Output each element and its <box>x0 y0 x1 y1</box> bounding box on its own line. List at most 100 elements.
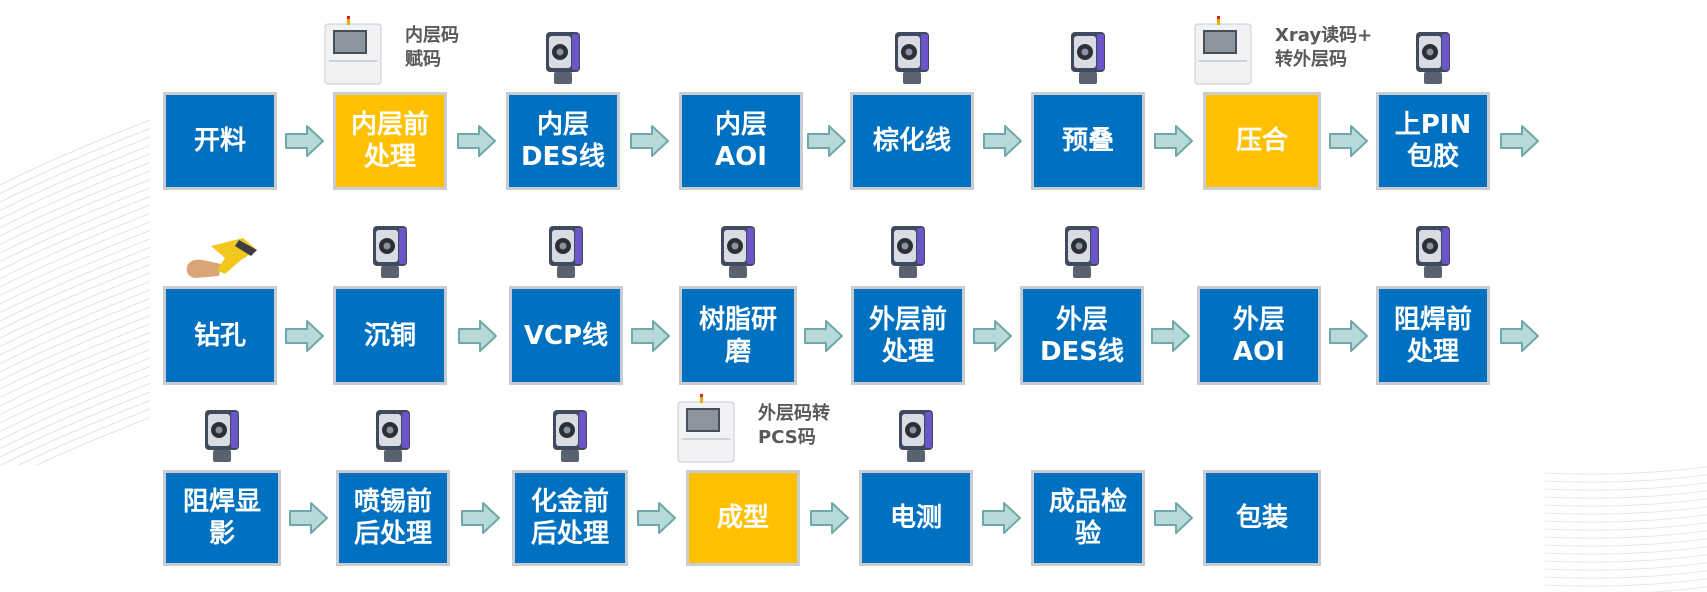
fixed-barcode-scanner-icon <box>895 32 929 84</box>
decorative-curve-line <box>1545 514 1707 523</box>
decorative-curve-line <box>0 357 150 424</box>
process-step: 上PIN 包胶 <box>1376 92 1490 190</box>
decorative-curve-line <box>0 298 150 364</box>
decorative-curve-line <box>0 332 150 398</box>
decorative-curve-line <box>1545 570 1707 579</box>
decorative-curve-line <box>1545 490 1707 499</box>
annotation-note: Xray读码+ 转外层码 <box>1275 25 1373 70</box>
flow-arrow <box>285 125 324 157</box>
process-step-label: 开料 <box>193 126 246 156</box>
process-step: 沉铜 <box>333 286 447 385</box>
flow-arrow <box>288 502 328 534</box>
decorative-curve-line <box>35 417 150 465</box>
decorative-curve-line <box>17 408 150 465</box>
decorative-curves-left <box>0 119 150 465</box>
process-step: 内层前 处理 <box>333 92 447 190</box>
decorative-curve-line <box>1545 466 1707 475</box>
process-step: 成型 <box>686 470 800 566</box>
process-step: 压合 <box>1203 92 1321 190</box>
process-step: 外层 DES线 <box>1020 286 1144 385</box>
fixed-barcode-scanner-icon <box>549 226 583 278</box>
flow-arrow <box>1500 125 1539 157</box>
decorative-curve-line <box>0 349 150 415</box>
process-step: 电测 <box>859 470 973 566</box>
process-step-label: 外层前 处理 <box>868 304 947 367</box>
flow-arrow <box>806 125 846 157</box>
decorative-curve-line <box>0 153 150 220</box>
process-step-label: 沉铜 <box>363 320 416 351</box>
decorative-curve-line <box>1545 546 1707 555</box>
decorative-curve-line <box>0 255 150 322</box>
process-step: 预叠 <box>1031 92 1145 190</box>
decorative-curve-line <box>0 383 150 449</box>
decorative-curve-line <box>0 204 150 271</box>
fixed-barcode-scanner-icon <box>721 226 755 278</box>
annotation-note: 外层码转 PCS码 <box>758 403 830 448</box>
process-step: 棕化线 <box>850 92 974 190</box>
process-step: 树脂研 磨 <box>679 286 797 385</box>
fixed-barcode-scanner-icon <box>1416 226 1450 278</box>
process-step-label: 喷锡前 后处理 <box>353 487 432 549</box>
decorative-curve-line <box>1545 522 1707 531</box>
decorative-curve-line <box>0 136 150 203</box>
flow-arrow <box>982 502 1021 534</box>
flow-arrow <box>285 319 324 352</box>
decorative-curve-line <box>0 315 150 381</box>
process-step-label: 成型 <box>716 503 769 533</box>
flow-arrow <box>1150 319 1190 352</box>
decorative-curve-line <box>0 264 150 330</box>
flow-arrow <box>972 319 1012 352</box>
flow-arrow <box>809 502 849 534</box>
decorative-curve-line <box>1545 530 1707 539</box>
process-step-label: 阻焊前 处理 <box>1393 304 1472 367</box>
decorative-curve-line <box>0 391 150 458</box>
fixed-barcode-scanner-icon <box>373 226 407 278</box>
flow-arrow <box>458 319 497 352</box>
process-step: 外层前 处理 <box>851 286 965 385</box>
flow-arrow <box>1328 125 1368 157</box>
process-step-label: 化金前 后处理 <box>530 487 609 549</box>
decorative-curve-line <box>0 306 150 373</box>
process-step-label: 预叠 <box>1061 126 1114 156</box>
process-step-label: VCP线 <box>523 320 609 351</box>
decorative-curve-line <box>1545 562 1707 571</box>
process-step: 包装 <box>1203 470 1321 566</box>
process-step: 开料 <box>163 92 277 190</box>
flow-arrow <box>461 502 500 534</box>
fixed-barcode-scanner-icon <box>899 410 933 462</box>
decorative-curve-line <box>1545 498 1707 507</box>
decorative-curve-line <box>1545 538 1707 547</box>
handheld-scanner-icon <box>186 238 257 278</box>
process-step-label: 压合 <box>1235 126 1288 156</box>
process-step-label: 电测 <box>889 503 942 533</box>
decorative-curve-line <box>0 247 150 313</box>
flow-arrow <box>1328 319 1368 352</box>
process-step: 阻焊显 影 <box>163 470 281 566</box>
xray-machine-icon <box>1194 16 1252 85</box>
process-step-label: 成品检 验 <box>1048 487 1127 549</box>
process-step-label: 棕化线 <box>872 126 951 156</box>
decorative-curve-line <box>1545 554 1707 563</box>
decorative-curve-line <box>0 179 150 245</box>
process-step: 内层 AOI <box>679 92 803 190</box>
decorative-curve-line <box>0 323 150 390</box>
fixed-barcode-scanner-icon <box>1416 32 1450 84</box>
decorative-curve-line <box>0 128 150 194</box>
fixed-barcode-scanner-icon <box>546 32 580 84</box>
fixed-barcode-scanner-icon <box>376 410 410 462</box>
decorative-curve-line <box>0 230 150 296</box>
flow-arrow <box>804 319 843 352</box>
fixed-barcode-scanner-icon <box>1065 226 1099 278</box>
decorative-curve-line <box>0 238 150 305</box>
process-step-label: 内层 AOI <box>714 110 767 172</box>
decorative-curve-line <box>0 221 150 288</box>
decorative-curve-line <box>0 187 150 254</box>
decorative-curve-line <box>0 145 150 211</box>
decorative-curve-line <box>0 162 150 228</box>
decorative-curves-right <box>1545 466 1707 592</box>
annotation-note: 内层码 赋码 <box>405 25 459 70</box>
flow-arrow <box>631 319 670 352</box>
process-step: VCP线 <box>509 286 623 385</box>
process-step: 内层 DES线 <box>506 92 620 190</box>
process-step-label: 钻孔 <box>193 320 246 351</box>
